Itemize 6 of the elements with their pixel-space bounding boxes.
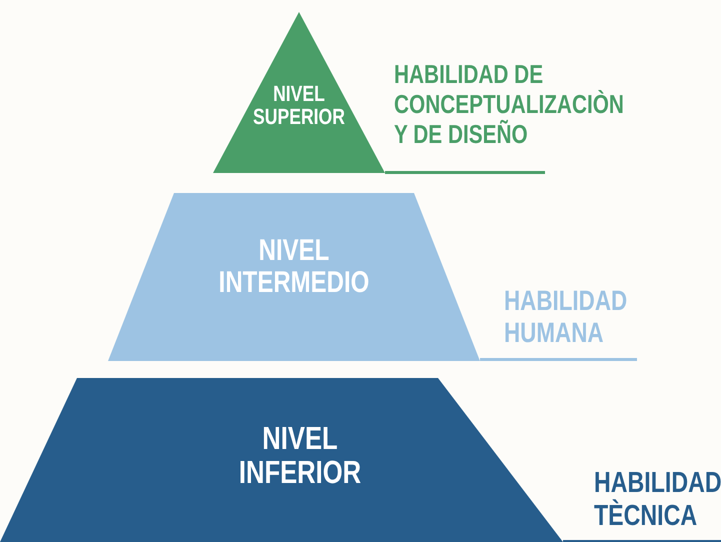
skill-label: HABILIDAD DE CONCEPTUALIZACIÒN Y DE DISEÑO xyxy=(394,60,625,150)
level-label: NIVEL INFERIOR xyxy=(238,422,362,490)
skill-label: HABILIDAD TÈCNICA xyxy=(594,467,721,534)
skill-label: HABILIDAD HUMANA xyxy=(504,285,628,350)
level-label: NIVEL INTERMEDIO xyxy=(218,235,370,298)
level-label: NIVEL SUPERIOR xyxy=(252,82,346,128)
